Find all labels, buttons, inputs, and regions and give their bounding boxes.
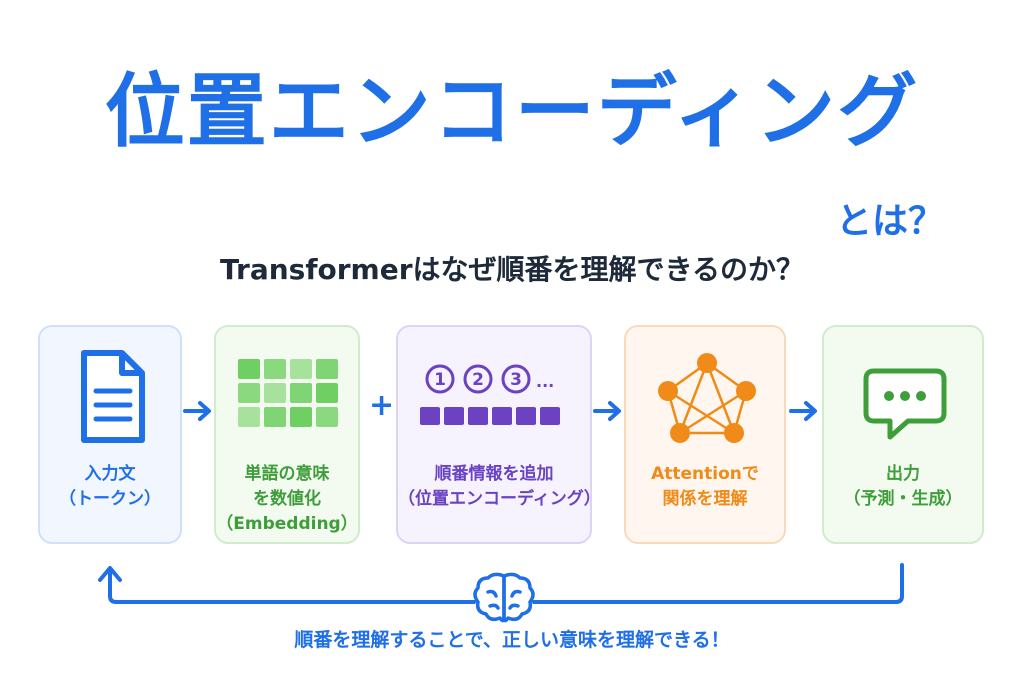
document-icon: [81, 350, 145, 443]
embedding-cell: [290, 407, 312, 427]
embedding-cell: [290, 383, 312, 403]
step-label-line3: （Embedding）: [216, 514, 358, 534]
arrow-right-icon: [789, 401, 817, 421]
footer-message: 順番を理解することで、正しい意味を理解できる！: [294, 629, 730, 651]
brain-icon: [473, 572, 535, 623]
step-label-line1: 出力: [886, 464, 920, 484]
position-block: [444, 407, 464, 425]
step-label-line1: 単語の意味: [244, 464, 330, 484]
arrow-right-icon: [183, 401, 211, 421]
position-block: [468, 407, 488, 425]
embedding-cell: [290, 359, 312, 379]
step-card-output: 出力 （予測・生成）: [822, 325, 984, 544]
embedding-cell: [264, 383, 286, 403]
position-block: [492, 407, 512, 425]
embedding-cell: [264, 407, 286, 427]
title-suffix: とは？: [836, 201, 945, 242]
step-label-line2: を数値化: [253, 489, 321, 509]
embedding-cell: [316, 407, 338, 427]
step-label-line2: （位置エンコーディング）: [398, 489, 601, 509]
position-block: [540, 407, 560, 425]
position-block: [420, 407, 440, 425]
step-card-positional-encoding: 1 2 3 ... 順番情報を追加 （位置エンコーディング）: [396, 325, 601, 544]
page-title: 位置エンコーディング: [104, 65, 920, 158]
position-numbers-icon: 1 2 3 ...: [420, 364, 560, 425]
embedding-cell: [316, 383, 338, 403]
step-label-line2: 関係を理解: [662, 489, 748, 509]
plus-sign: +: [369, 388, 395, 423]
step-label-line2: （予測・生成）: [843, 489, 963, 509]
embedding-cell: [238, 383, 260, 403]
position-number: 3: [510, 370, 522, 390]
step-label-line1: 順番情報を追加: [434, 464, 554, 484]
step-card-embedding: 単語の意味 を数値化 （Embedding）: [214, 325, 360, 544]
attention-network-icon: [658, 353, 756, 443]
step-card-attention: Attentionで 関係を理解: [624, 325, 786, 544]
embedding-cell: [264, 359, 286, 379]
embedding-cell: [316, 359, 338, 379]
position-number: 1: [434, 370, 446, 390]
step-card-input: 入力文 （トークン）: [38, 325, 182, 544]
embedding-cell: [238, 359, 260, 379]
position-block: [516, 407, 536, 425]
chat-bubble-icon: [863, 368, 947, 440]
position-ellipsis: ...: [536, 372, 554, 391]
subtitle-question: Transformerはなぜ順番を理解できるのか？: [220, 253, 804, 286]
arrow-right-icon: [593, 401, 621, 421]
embedding-cell: [238, 407, 260, 427]
step-label-line2: （トークン）: [59, 489, 161, 509]
embedding-grid-icon: [238, 359, 338, 427]
position-number: 2: [472, 370, 484, 390]
step-label-line1: 入力文: [84, 464, 136, 484]
step-label-line1: Attentionで: [651, 464, 759, 484]
